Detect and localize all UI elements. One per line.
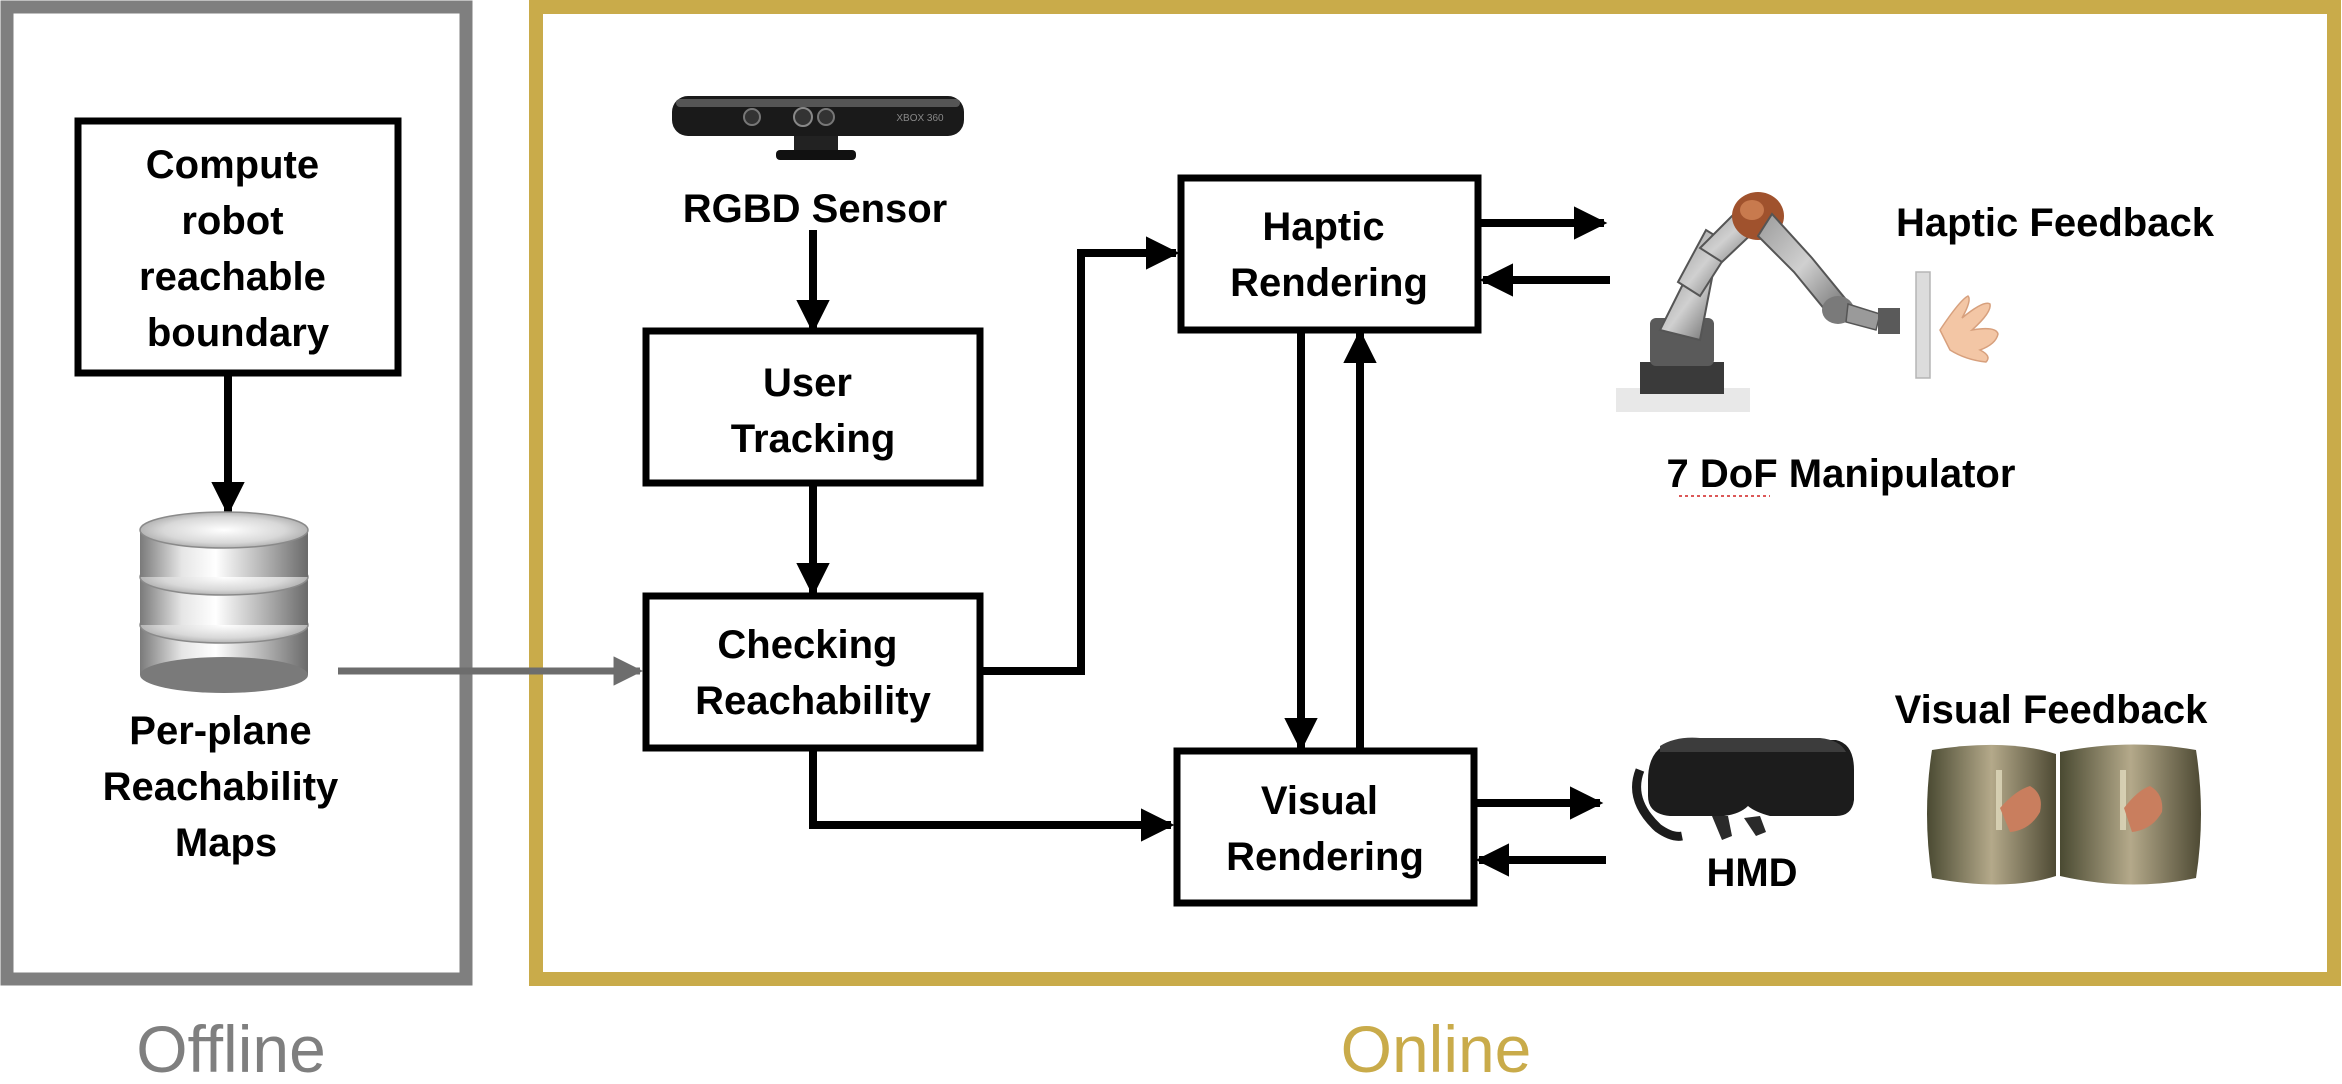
stereo-view-icon <box>1927 744 2201 885</box>
rgbd-sensor-label: RGBD Sensor <box>683 187 948 231</box>
haptic-feedback-label: Haptic Feedback <box>1896 201 2215 245</box>
visual-rendering-box: Visual Rendering <box>1173 747 1478 907</box>
offline-label: Offline <box>136 1012 326 1084</box>
manipulator-label: 7 DoF Manipulator <box>1667 452 2016 496</box>
svg-text:XBOX 360: XBOX 360 <box>896 113 944 124</box>
user-tracking-box: User Tracking <box>642 327 984 487</box>
online-frame <box>529 0 2341 986</box>
offline-frame <box>0 0 473 986</box>
svg-text:Haptic Rendering: Haptic Rendering <box>1230 205 1428 305</box>
robot-arm-icon <box>1616 192 1999 412</box>
compute-boundary-box: Compute robot reachable boundary <box>74 117 402 377</box>
arrow-checking-to-haptic <box>983 236 1180 675</box>
checking-reachability-box: Checking Reachability <box>642 592 984 752</box>
arrow-checking-to-visual <box>809 750 1175 842</box>
svg-text:User Tracking: User Tracking <box>731 361 896 461</box>
svg-text:Compute robot reac: Compute robot reachable boundary <box>139 143 337 355</box>
online-label: Online <box>1341 1012 1532 1084</box>
vr-headset-icon <box>1632 737 1854 841</box>
database-label: Per-plane Reachability Maps <box>103 709 350 865</box>
hmd-label: HMD <box>1706 851 1797 895</box>
database-stack-icon <box>139 511 309 693</box>
visual-feedback-label: Visual Feedback <box>1895 688 2209 732</box>
haptic-rendering-box: Haptic Rendering <box>1177 174 1482 334</box>
svg-text:Visual Rendering: Visual Rendering <box>1226 779 1424 879</box>
kinect-sensor-icon: XBOX 360 <box>672 96 964 160</box>
svg-text:Checking Reachability: Checking Reachability <box>695 623 931 723</box>
